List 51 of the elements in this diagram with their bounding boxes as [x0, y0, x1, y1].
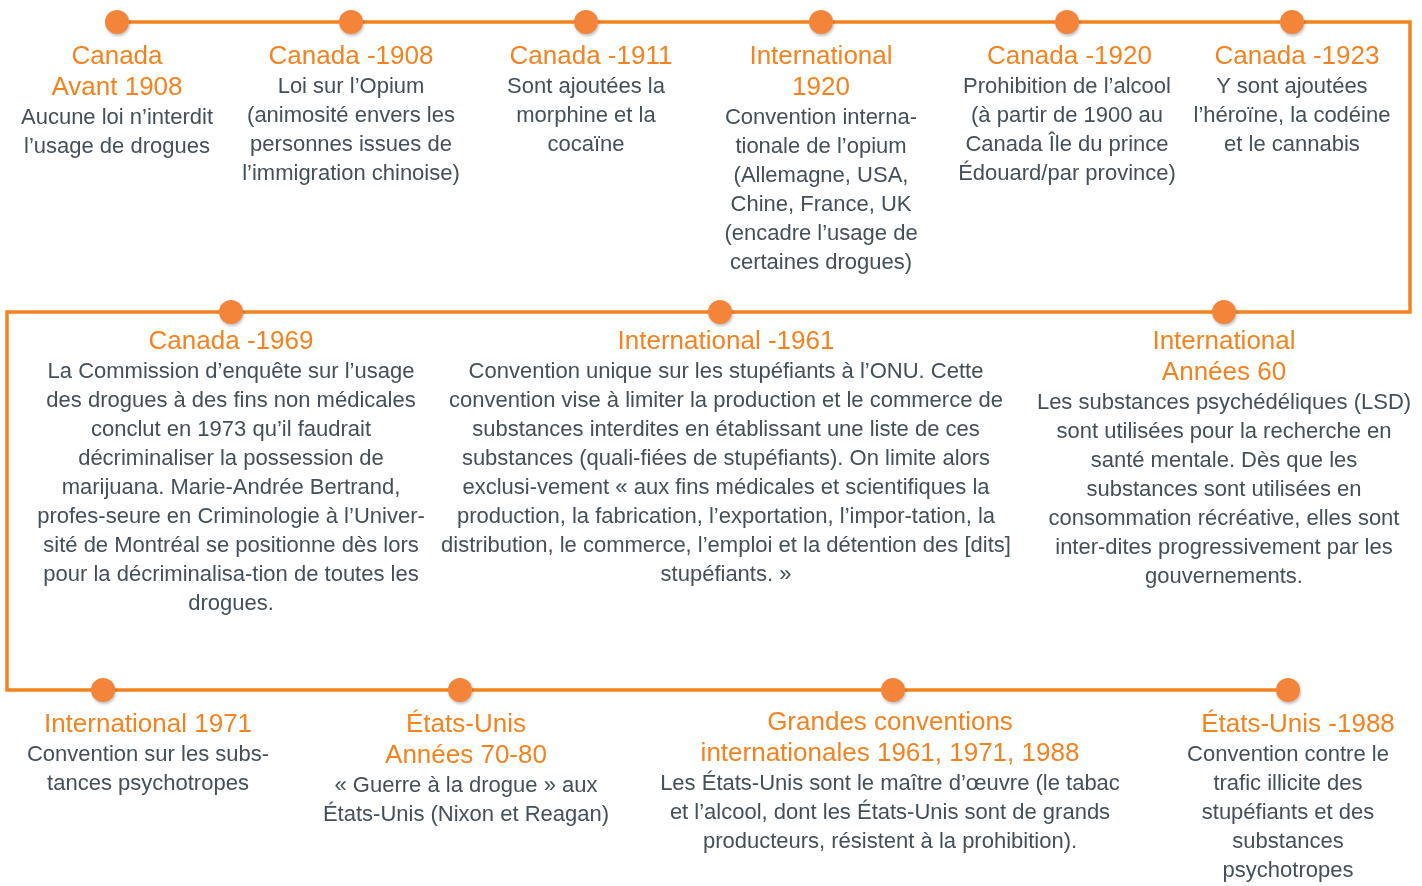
timeline-dot [219, 300, 243, 324]
timeline-dot [809, 10, 833, 34]
timeline-line [1079, 20, 1280, 24]
timeline-dot [105, 10, 129, 34]
event-heading: Canada -1911 [508, 40, 674, 71]
event-description: Prohibition de l’alcool (à partir de 1900 au Canada Île du prince Édouard/par province) [957, 72, 1177, 187]
event-description: Les substances psychédéliques (LSD) sont utilisées pour la recherche en santé mentale. Dès que les substances sont utilisées en consommation récréative, elles sont inter-dites progressivement par les gouvernements. [1035, 388, 1413, 590]
event-heading: États-Unis Années 70-80 [384, 708, 548, 770]
timeline-dot [448, 678, 472, 702]
event-description: Convention contre le trafic illicite des stupéfiants et des substances psychotropes [1186, 740, 1390, 884]
event-heading: International 1920 [748, 40, 894, 102]
timeline-line [732, 310, 1212, 314]
event-heading: International 1971 [42, 708, 254, 739]
event-description: Aucune loi n’interdit l’usage de drogues [20, 103, 214, 160]
timeline-line [905, 688, 1276, 692]
event-description: La Commission d’enquête sur l’usage des drogues à des fins non médicales conclut en 1973 qu’il faudrait décriminaliser la possession de marijuana. Marie-Andrée Bertrand, profes-seure en Criminologie à l’Univer-sité de Montréal se positionne dès lors pour la décriminalisa-tion de toutes les drogues. [36, 357, 426, 617]
event-description: Loi sur l’Opium (animosité envers les personnes issues de l’immigration chinoise) [241, 72, 461, 187]
timeline-dot [881, 678, 905, 702]
event-description: Convention unique sur les stupéfiants à l’ONU. Cette convention vise à limiter la production et le commerce de substances interdites en établissant une liste de ces substances (quali-fiées de stupéfiants). On limite alors exclusi-vement « aux fins médicales et scientifiques la production, la fabrication, l’exportation, l’impor-tation, la distribution, le commerce, l’emploi et la détention des [dits] stupéfiants. » [441, 357, 1011, 588]
timeline-dot [339, 10, 363, 34]
timeline-dot [1055, 10, 1079, 34]
timeline-line [598, 20, 809, 24]
timeline-line [115, 688, 448, 692]
timeline-dot [1212, 300, 1236, 324]
event-description: Convention sur les subs-tances psychotropes [25, 740, 271, 797]
timeline-line [472, 688, 881, 692]
timeline-line [833, 20, 1055, 24]
event-heading: Canada -1908 [267, 40, 435, 71]
timeline-dot [91, 678, 115, 702]
event-heading: Canada -1969 [147, 325, 315, 356]
event-description: Convention interna-tionale de l’opium (Allemagne, USA, Chine, France, UK (encadre l’usage de certaines drogues) [723, 103, 919, 276]
event-heading: International -1961 [616, 325, 836, 356]
event-description: « Guerre à la drogue » aux États-Unis (Nixon et Reagan) [321, 771, 611, 828]
event-description: Y sont ajoutées l’héroïne, la codéine et le cannabis [1192, 72, 1392, 158]
event-heading: Canada -1920 [986, 40, 1153, 71]
timeline-line [1236, 20, 1412, 314]
timeline-dot [574, 10, 598, 34]
event-heading: États-Unis -1988 [1200, 708, 1396, 739]
event-heading: International Années 60 [1151, 325, 1297, 387]
timeline-line [243, 310, 708, 314]
timeline-dot [1276, 678, 1300, 702]
timeline-dot [1280, 10, 1304, 34]
event-heading: Canada -1923 [1213, 40, 1381, 71]
event-heading: Grandes conventions internationales 1961, 1971, 1988 [699, 706, 1081, 768]
timeline-line [129, 20, 339, 24]
event-heading: Canada Avant 1908 [50, 40, 184, 102]
timeline-line [363, 20, 574, 24]
timeline-line [5, 310, 219, 692]
event-description: Les États-Unis sont le maître d’œuvre (le tabac et l’alcool, dont les États-Unis sont de grands producteurs, résistent à la prohibition). [660, 769, 1120, 855]
timeline-dot [708, 300, 732, 324]
event-description: Sont ajoutées la morphine et la cocaïne [506, 72, 666, 158]
